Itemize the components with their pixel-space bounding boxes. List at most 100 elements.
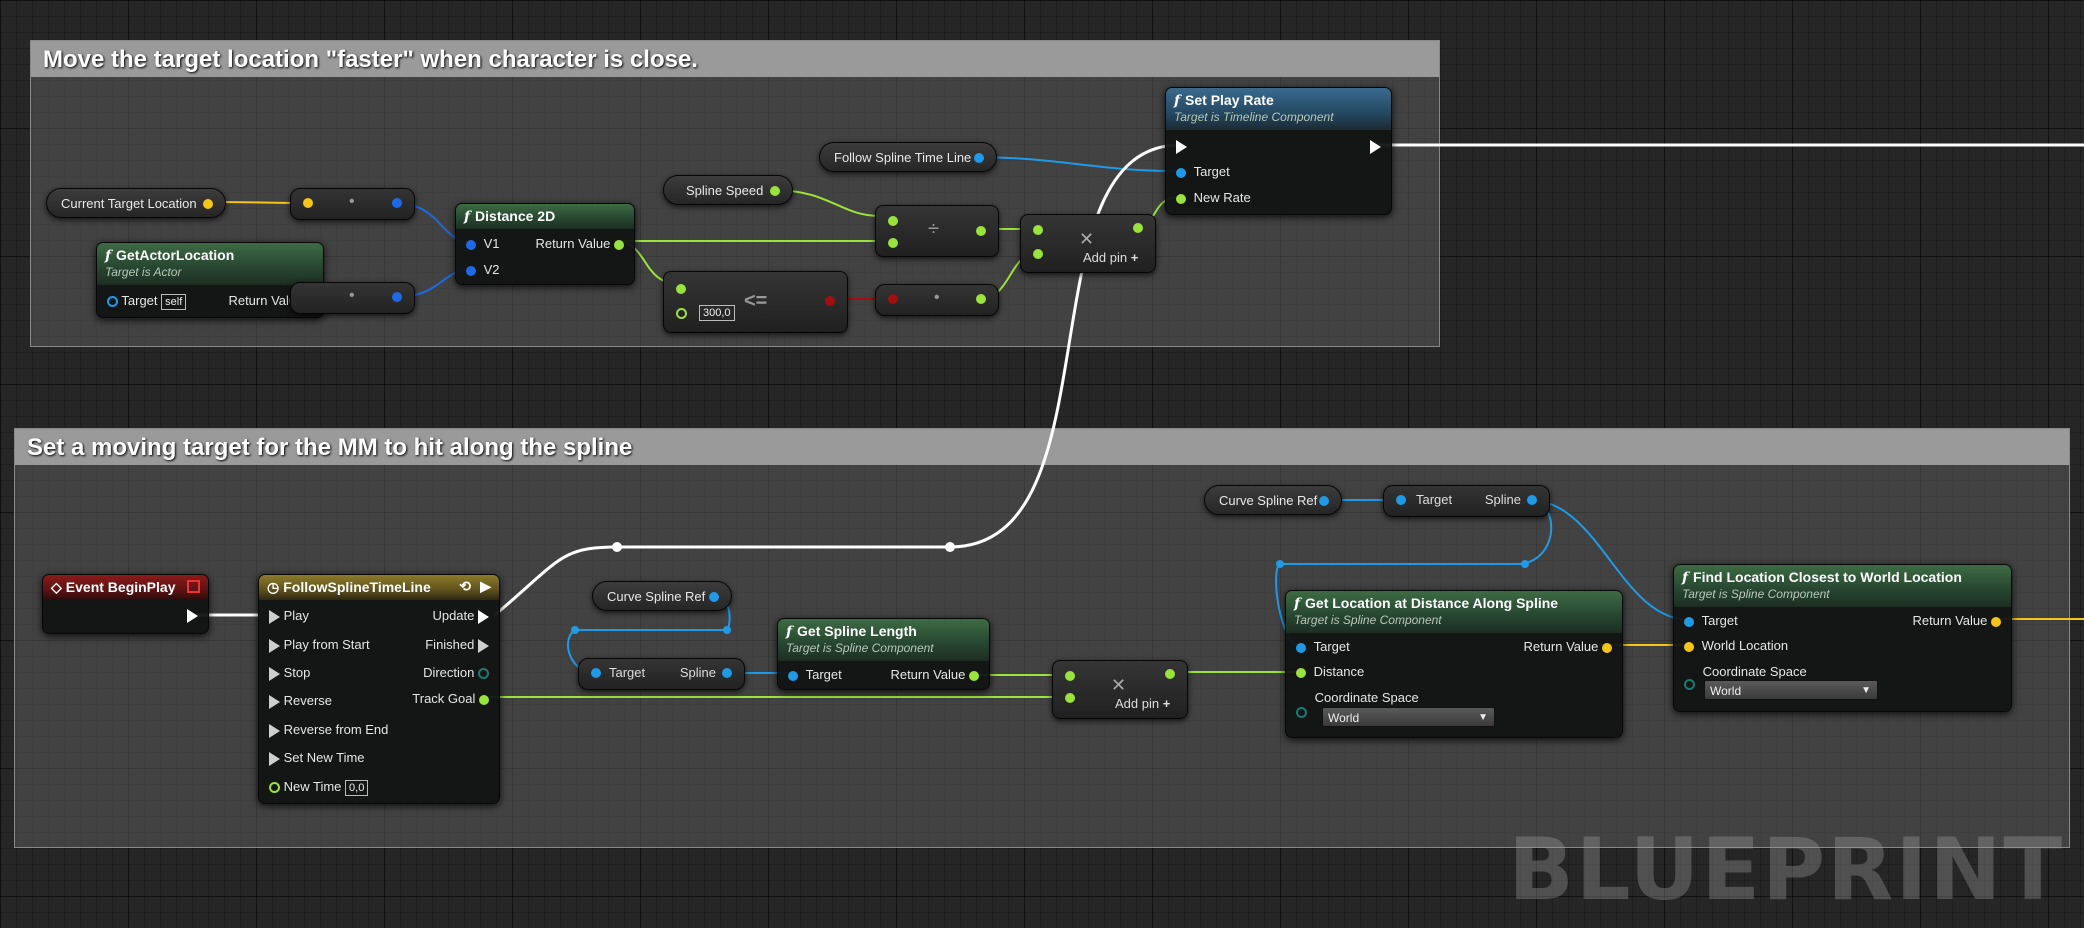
play-pin[interactable]: Play	[269, 608, 309, 624]
divide-node[interactable]: ÷	[875, 205, 999, 257]
target-pin[interactable]: Target	[1176, 164, 1230, 180]
return-value-pin[interactable]: Return Value	[1912, 613, 2001, 629]
multiply-node[interactable]: ✕ Add pin +	[1020, 214, 1156, 273]
update-pin[interactable]: Update	[432, 608, 489, 624]
exec-out-pin[interactable]	[1370, 140, 1381, 154]
float-pin[interactable]	[1165, 669, 1175, 679]
target-pin[interactable]: Target	[1684, 613, 1738, 629]
spline-speed-node[interactable]: Spline Speed	[663, 175, 793, 205]
new-time-field[interactable]: 0,0	[345, 779, 369, 796]
new-rate-pin[interactable]: New Rate	[1176, 190, 1251, 206]
vector-pin[interactable]	[392, 198, 402, 208]
break-spline-node[interactable]: Target Spline	[1383, 485, 1550, 517]
comment-title[interactable]: Set a moving target for the MM to hit al…	[15, 429, 2069, 465]
reverse-pin[interactable]: Reverse	[269, 693, 332, 709]
multiply-node[interactable]: ✕ Add pin +	[1052, 660, 1188, 719]
play-from-start-pin[interactable]: Play from Start	[269, 637, 370, 653]
object-pin[interactable]	[709, 592, 719, 602]
reroute-knot[interactable]	[945, 542, 955, 552]
target-pin[interactable]: Target self	[107, 293, 187, 310]
vector-pin[interactable]	[203, 199, 213, 209]
reroute-node[interactable]: •	[290, 188, 415, 220]
distance-pin[interactable]: Distance	[1296, 664, 1364, 680]
delegate-icon[interactable]	[187, 580, 200, 593]
target-pin[interactable]: Target	[1296, 639, 1350, 655]
finished-pin[interactable]: Finished	[425, 637, 489, 653]
coordinate-space-dropdown[interactable]: World ▼	[1704, 680, 1878, 700]
reroute-knot[interactable]	[571, 626, 579, 634]
float-pin[interactable]	[1065, 693, 1075, 703]
bool-pin[interactable]	[888, 294, 898, 304]
reroute-node[interactable]: •	[290, 282, 415, 314]
reroute-knot[interactable]	[1276, 560, 1284, 568]
object-pin[interactable]	[1319, 496, 1329, 506]
new-time-pin[interactable]: New Time 0,0	[269, 779, 369, 796]
float-pin[interactable]	[888, 238, 898, 248]
object-pin[interactable]	[591, 668, 601, 678]
coordinate-space-dropdown[interactable]: World ▼	[1322, 707, 1495, 727]
world-location-pin[interactable]: World Location	[1684, 638, 1788, 654]
reroute-knot[interactable]	[1521, 560, 1529, 568]
float-pin[interactable]	[888, 216, 898, 226]
curve-spline-ref-node[interactable]: Curve Spline Ref	[1204, 485, 1342, 515]
reroute-knot[interactable]	[723, 626, 731, 634]
divide-icon: ÷	[928, 218, 939, 240]
timeline-node[interactable]: ◷FollowSplineTimeLine ⟲ ▶ Play Play from…	[258, 574, 500, 804]
reroute-knot[interactable]	[612, 542, 622, 552]
track-goal-pin[interactable]: Track Goal	[412, 691, 489, 707]
event-begin-play-node[interactable]: ◇Event BeginPlay	[42, 574, 209, 634]
pin-label: Target	[121, 293, 158, 308]
plus-icon: +	[1162, 696, 1171, 711]
object-pin[interactable]	[1527, 495, 1537, 505]
comment-title[interactable]: Move the target location "faster" when c…	[31, 41, 1439, 77]
float-pin[interactable]	[676, 284, 686, 294]
float-pin[interactable]	[1033, 225, 1043, 235]
v2-pin[interactable]: V2	[466, 262, 500, 278]
object-pin[interactable]	[974, 153, 984, 163]
float-pin[interactable]	[770, 186, 780, 196]
object-pin[interactable]	[722, 668, 732, 678]
v1-pin[interactable]: V1	[466, 236, 500, 252]
direction-pin[interactable]: Direction	[423, 665, 489, 681]
float-pin[interactable]	[976, 294, 986, 304]
vector-pin[interactable]	[392, 292, 402, 302]
pin-label: Return Value	[890, 667, 966, 682]
float-pin[interactable]	[1033, 249, 1043, 259]
object-pin[interactable]	[1396, 495, 1406, 505]
return-value-pin[interactable]: Return Value	[535, 236, 624, 252]
self-field[interactable]: self	[161, 293, 187, 310]
add-pin-button[interactable]: Add pin +	[1115, 696, 1170, 711]
vector-pin[interactable]	[303, 198, 313, 208]
exec-out-pin[interactable]	[187, 609, 198, 623]
current-target-location-node[interactable]: Current Target Location	[46, 188, 226, 218]
less-equal-node[interactable]: 300,0 <=	[663, 271, 848, 333]
return-value-pin[interactable]: Return Value	[890, 667, 979, 683]
float-pin[interactable]	[976, 226, 986, 236]
curve-spline-ref-node[interactable]: Curve Spline Ref	[592, 581, 732, 611]
target-pin[interactable]: Target	[788, 667, 842, 683]
return-value-pin[interactable]: Return Value	[1523, 639, 1612, 655]
coordinate-space-pin[interactable]: Coordinate Space	[1296, 690, 1419, 719]
exec-in-pin[interactable]	[1176, 140, 1187, 154]
break-spline-node[interactable]: Target Spline	[578, 658, 745, 690]
float-pin[interactable]	[1065, 671, 1075, 681]
object-pin-icon	[788, 670, 798, 681]
follow-spline-timeline-var-node[interactable]: Follow Spline Time Line	[819, 142, 997, 172]
chevron-down-icon: ▼	[1861, 685, 1871, 696]
add-pin-button[interactable]: Add pin +	[1083, 250, 1138, 265]
reroute-node[interactable]: •	[875, 284, 999, 316]
float-pin[interactable]	[1133, 223, 1143, 233]
bool-pin[interactable]	[825, 296, 835, 306]
value-field[interactable]: 300,0	[699, 305, 735, 321]
float-pin[interactable]	[676, 308, 687, 319]
reverse-from-end-pin[interactable]: Reverse from End	[269, 722, 388, 738]
stop-pin[interactable]: Stop	[269, 665, 310, 681]
coordinate-space-pin[interactable]: Coordinate Space	[1684, 664, 1807, 691]
set-new-time-pin[interactable]: Set New Time	[269, 750, 365, 766]
